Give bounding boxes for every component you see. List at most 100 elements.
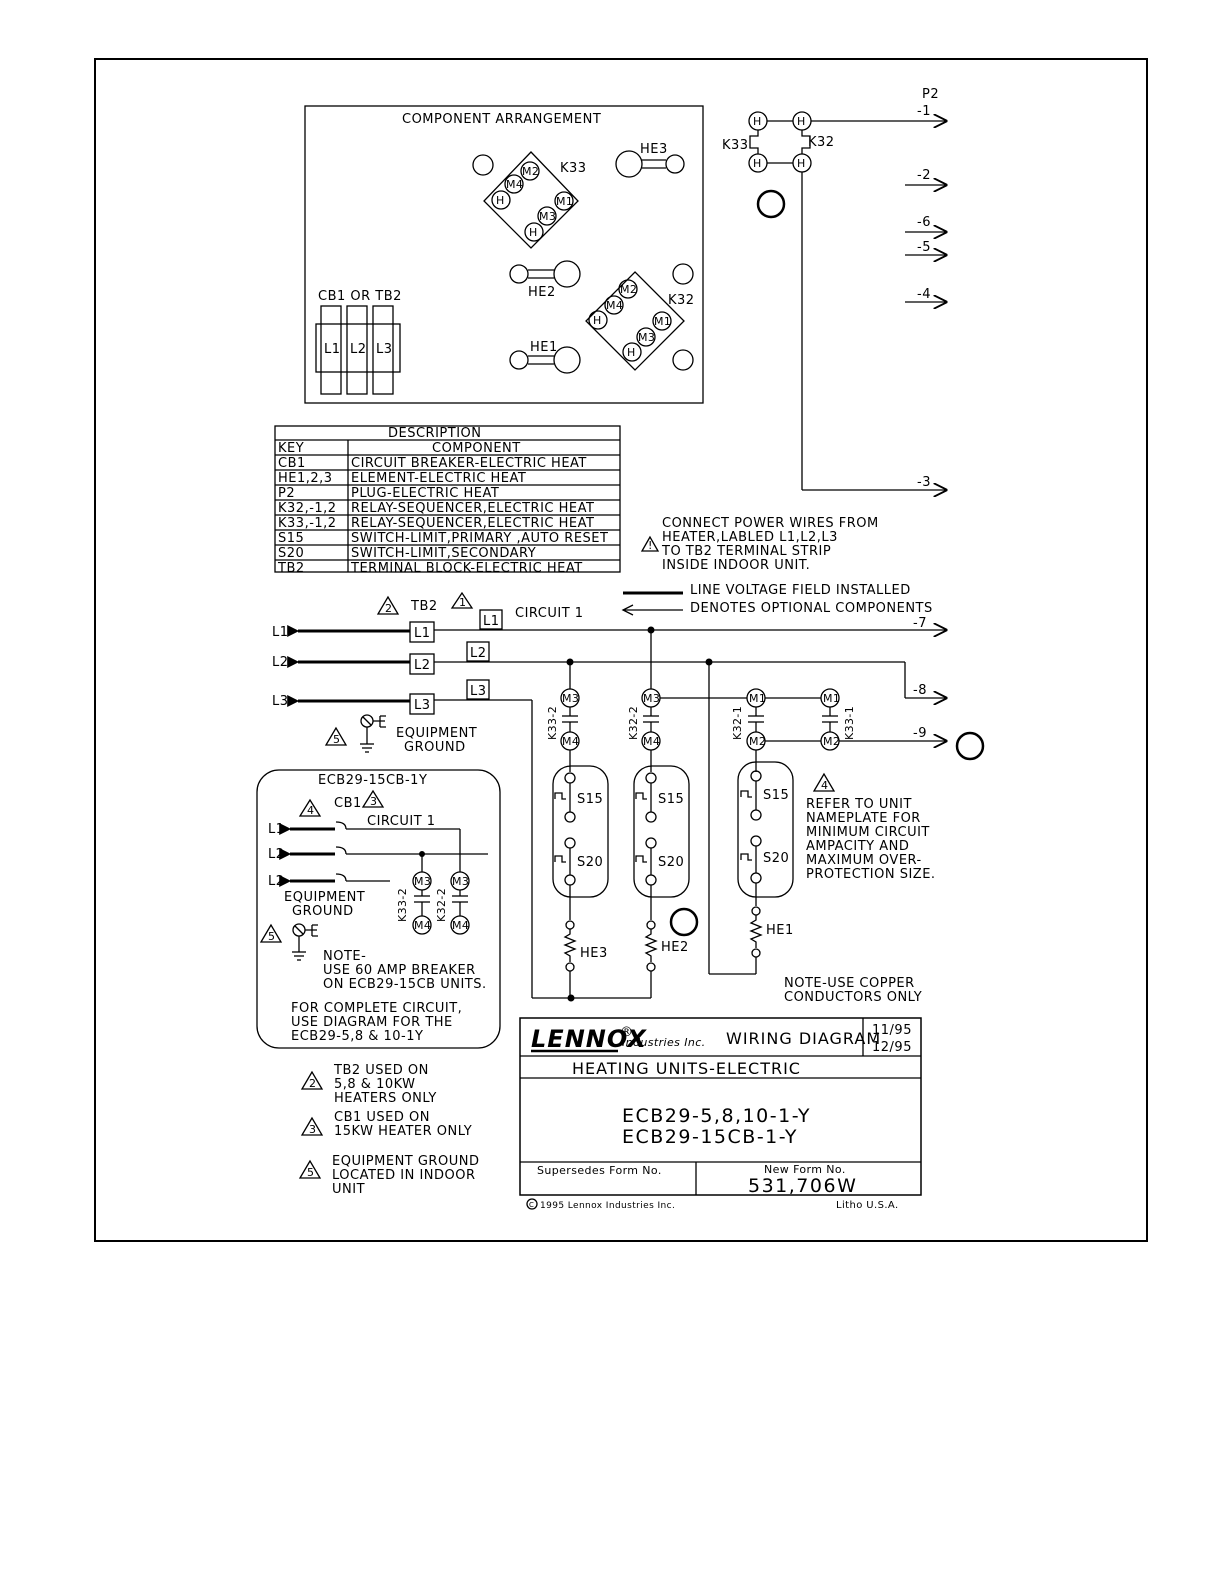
svg-text:CIRCUIT 1: CIRCUIT 1 [515,606,584,621]
svg-text:L2: L2 [268,874,285,889]
svg-text:Industries Inc.: Industries Inc. [622,1036,706,1049]
table-component: ELEMENT-ELECTRIC HEAT [351,471,526,486]
svg-text:L1: L1 [272,625,289,640]
svg-text:M1: M1 [823,692,840,705]
svg-text:1995 Lennox Industries Inc.: 1995 Lennox Industries Inc. [540,1201,675,1211]
svg-text:GROUND: GROUND [404,740,466,755]
svg-text:MAXIMUM OVER-: MAXIMUM OVER- [806,853,922,868]
plug-p2: P2 H H H H K33 K32 -1 -2 -6 -5 -4 -3 [722,87,946,490]
svg-text:K32-1: K32-1 [731,706,744,740]
svg-text:-9: -9 [913,726,927,741]
svg-text:M3: M3 [452,875,469,888]
svg-text:L1: L1 [324,342,341,357]
svg-text:M4: M4 [506,178,523,191]
svg-text:LOCATED IN INDOOR: LOCATED IN INDOOR [332,1168,476,1183]
svg-text:2: 2 [385,602,392,615]
svg-text:5,8 & 10KW: 5,8 & 10KW [334,1077,416,1092]
svg-text:USE DIAGRAM FOR THE: USE DIAGRAM FOR THE [291,1015,453,1030]
svg-text:EQUIPMENT: EQUIPMENT [284,890,365,905]
table-key: P2 [278,486,295,501]
table-component: RELAY-SEQUENCER,ELECTRIC HEAT [351,516,594,531]
plug-p2-label: P2 [922,87,939,102]
svg-text:CONNECT POWER WIRES FROM: CONNECT POWER WIRES FROM [662,516,879,531]
svg-text:HE1: HE1 [766,923,794,938]
svg-text:-8: -8 [913,683,927,698]
svg-text:L2: L2 [272,655,289,670]
svg-text:L2: L2 [268,847,285,862]
svg-text:New Form No.: New Form No. [764,1163,846,1176]
table-component: SWITCH-LIMIT,SECONDARY [351,546,536,561]
svg-text:M1: M1 [749,692,766,705]
svg-text:HEATERS ONLY: HEATERS ONLY [334,1091,437,1106]
svg-text:M2: M2 [749,735,766,748]
note-refer: 4 REFER TO UNIT NAMEPLATE FOR MINIMUM CI… [806,772,935,882]
form-number: 531,706W [748,1175,857,1197]
element-he2: HE2 [509,260,581,300]
svg-text:M3: M3 [562,692,579,705]
label-he1: HE1 [530,340,558,355]
svg-text:-6: -6 [917,215,931,230]
svg-text:EQUIPMENT GROUND: EQUIPMENT GROUND [332,1154,479,1169]
svg-text:M1: M1 [556,195,573,208]
model-2: ECB29-15CB-1-Y [622,1126,798,1148]
svg-text:H: H [753,115,762,128]
svg-text:-3: -3 [917,475,931,490]
table-key: K33,-1,2 [278,516,337,531]
svg-text:S20: S20 [658,855,684,870]
page-frame [94,58,1148,1242]
element-he3: HE3 [615,142,685,178]
svg-text:M3: M3 [643,692,660,705]
svg-text:H: H [753,157,762,170]
svg-text:-5: -5 [917,240,931,255]
svg-text:K32: K32 [808,135,835,150]
svg-text:EQUIPMENT: EQUIPMENT [396,726,477,741]
inset-title: ECB29-15CB-1Y [318,773,427,788]
svg-text:USE 60 AMP BREAKER: USE 60 AMP BREAKER [323,963,476,978]
equipment-ground-main: 5 EQUIPMENT GROUND [324,714,477,755]
table-component: TERMINAL BLOCK-ELECTRIC HEAT [350,561,583,576]
label-he2: HE2 [528,285,556,300]
svg-text:S15: S15 [658,792,684,807]
svg-text:L1: L1 [268,822,285,837]
svg-text:-2: -2 [917,168,931,183]
svg-text:HE3: HE3 [580,946,608,961]
table-component: CIRCUIT BREAKER-ELECTRIC HEAT [351,456,587,471]
chain-he1: S15 S20 HE1 [708,662,794,975]
svg-text:NAMEPLATE FOR: NAMEPLATE FOR [806,811,921,826]
component-arrangement-title: COMPONENT ARRANGEMENT [402,112,601,127]
svg-text:L2: L2 [470,646,487,661]
svg-text:M3: M3 [414,875,431,888]
label-k32: K32 [668,293,695,308]
table-component: RELAY-SEQUENCER,ELECTRIC HEAT [351,501,594,516]
element-he1: HE1 [509,340,581,374]
table-key: K32,-1,2 [278,501,337,516]
svg-text:CB1 OR TB2: CB1 OR TB2 [318,289,402,304]
svg-text:L2: L2 [350,342,367,357]
svg-text:H: H [593,314,602,327]
svg-text:H: H [797,115,806,128]
svg-text:CB1: CB1 [334,796,362,811]
svg-text:-1: -1 [917,104,931,119]
lennox-logo: LENNOX [531,1025,647,1053]
inset-ecb29-15cb: ECB29-15CB-1Y 4 CB1 3 L1 L2 L2 CIRCUIT 1… [256,769,501,1049]
svg-text:1: 1 [459,596,466,609]
svg-text:Litho U.S.A.: Litho U.S.A. [836,1200,899,1211]
svg-text:L2: L2 [414,658,431,673]
svg-text:TO TB2 TERMINAL STRIP: TO TB2 TERMINAL STRIP [661,544,831,559]
svg-text:CB1 USED ON: CB1 USED ON [334,1110,430,1125]
svg-text:S15: S15 [763,788,789,803]
svg-text:12/95: 12/95 [872,1040,912,1055]
svg-text:HE2: HE2 [661,940,689,955]
svg-text:CONDUCTORS ONLY: CONDUCTORS ONLY [784,990,922,1005]
table-key: HE1,2,3 [278,471,333,486]
svg-text:H: H [627,346,636,359]
table-key: S15 [278,531,304,546]
svg-text:H: H [529,226,538,239]
svg-text:K32-2: K32-2 [627,706,640,740]
svg-text:S20: S20 [577,855,603,870]
cb1-tb2-block: CB1 OR TB2 L1 L2 L3 [315,289,402,395]
svg-text:K33-1: K33-1 [843,706,856,740]
svg-text:M4: M4 [562,735,579,748]
svg-text:CIRCUIT 1: CIRCUIT 1 [367,814,436,829]
